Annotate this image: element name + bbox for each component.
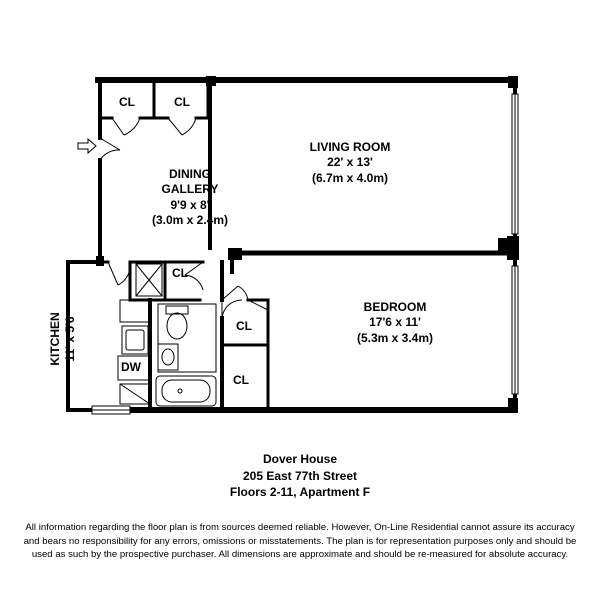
building-name: Dover House (262, 452, 338, 466)
kitchen-name: KITCHEN (48, 312, 62, 366)
disclaimer-line-2: and bears no responsibility for any erro… (23, 535, 577, 547)
building-street: 205 East 77th Street (242, 468, 358, 483)
windows (91, 93, 519, 415)
floor-plan (66, 76, 519, 415)
disclaimer-line-3: used as such by the prospective purchase… (31, 549, 569, 561)
building-address: Dover House 205 East 77th Street Floors … (0, 451, 600, 501)
doors (99, 117, 269, 319)
shower-stall (135, 263, 163, 297)
living-room-label: LIVING ROOM 22' x 13' (6.7m x 4.0m) (290, 140, 410, 186)
living-room-name: LIVING ROOM (309, 140, 391, 154)
disclaimer-line-1: All information regarding the floor plan… (25, 522, 575, 533)
living-room-metric: (6.7m x 4.0m) (311, 170, 389, 185)
closet-label-bedroom-1: CL (236, 319, 252, 333)
building-unit: Floors 2-11, Apartment F (229, 485, 371, 500)
walls (66, 77, 518, 413)
dishwasher-label: DW (121, 360, 141, 374)
dining-gallery-imperial: 9'9 x 8' (170, 197, 210, 212)
kitchen-label: KITCHEN 11' x 5'6 (48, 312, 78, 365)
dining-gallery-label: DINING GALLERY 9'9 x 8' (3.0m x 2.4m) (135, 167, 245, 228)
dining-gallery-name-line1: DINING (169, 167, 211, 181)
living-room-imperial: 22' x 13' (327, 155, 373, 170)
closet-label-kitchen: CL (172, 266, 188, 280)
disclaimer: All information regarding the floor plan… (12, 521, 588, 562)
structural-columns (96, 76, 519, 412)
kitchen-fixtures (117, 299, 151, 405)
bedroom-label: BEDROOM 17'6 x 11' (5.3m x 3.4m) (335, 300, 455, 346)
closet-label-2: CL (174, 95, 190, 109)
dining-gallery-metric: (3.0m x 2.4m) (151, 213, 229, 228)
closet-label-1: CL (119, 95, 135, 109)
bedroom-metric: (5.3m x 3.4m) (356, 330, 434, 345)
dining-gallery-name-line2: GALLERY (161, 182, 219, 197)
entry-arrow-icon (77, 137, 97, 155)
kitchen-dims: 11' x 5'6 (63, 316, 77, 362)
bedroom-imperial: 17'6 x 11' (369, 315, 421, 330)
bedroom-name: BEDROOM (363, 300, 427, 314)
closet-label-bedroom-2: CL (233, 373, 249, 387)
bathroom-fixtures (155, 303, 217, 407)
